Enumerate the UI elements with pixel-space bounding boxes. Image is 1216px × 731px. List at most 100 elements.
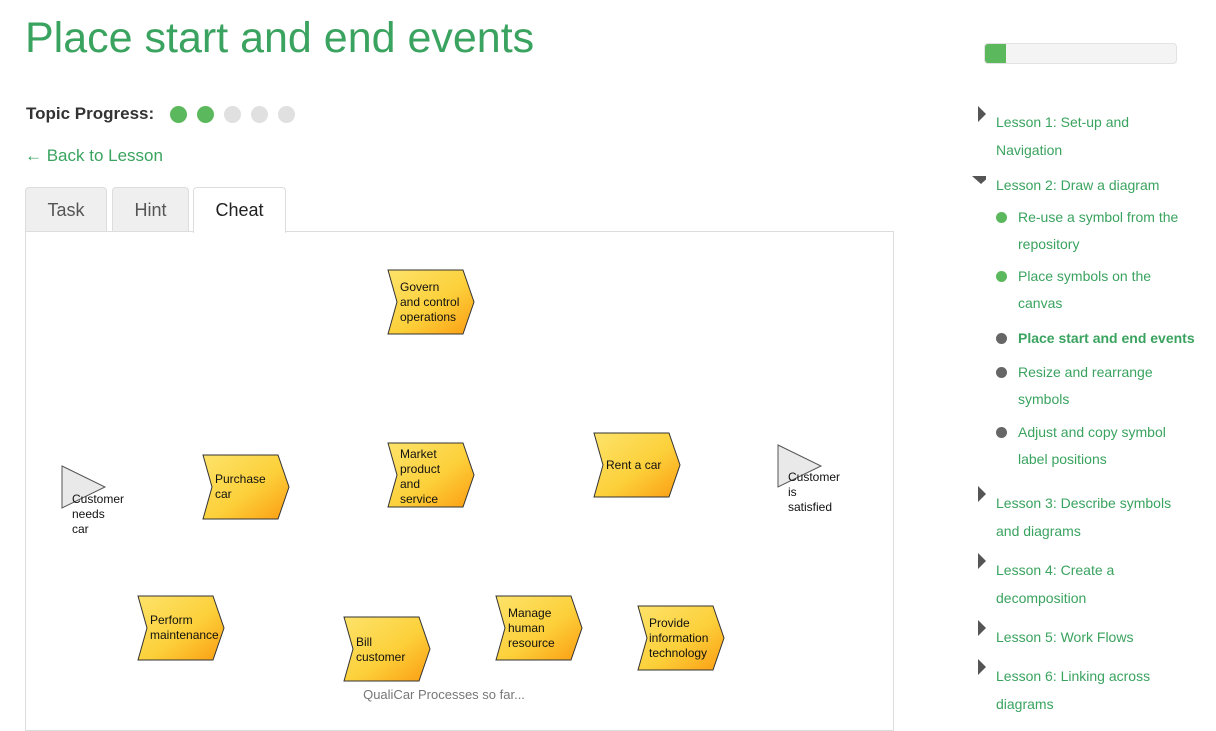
- topic-progress-dot: [278, 105, 296, 123]
- svg-text:technology: technology: [649, 646, 707, 660]
- sidebar-topic-label[interactable]: Resize and rearrange symbols: [1018, 364, 1153, 407]
- svg-text:resource: resource: [508, 636, 555, 650]
- function-govern[interactable]: Govern and control operations: [387, 269, 475, 335]
- function-market-product[interactable]: Market product and service: [387, 442, 475, 508]
- svg-text:Market: Market: [400, 447, 437, 461]
- svg-text:and control: and control: [400, 295, 459, 309]
- svg-text:service: service: [400, 492, 438, 506]
- function-bill-customer[interactable]: Bill customer: [343, 616, 431, 682]
- incomplete-status-icon: [996, 333, 1007, 344]
- function-label: human: [508, 621, 545, 635]
- topic-progress-label: Topic Progress:: [26, 104, 155, 123]
- svg-text:operations: operations: [400, 310, 456, 324]
- function-label: Bill: [356, 635, 372, 649]
- function-label: resource: [508, 636, 555, 650]
- svg-text:maintenance: maintenance: [150, 628, 219, 642]
- tab-hint[interactable]: Hint: [112, 187, 189, 231]
- svg-text:car: car: [72, 522, 89, 536]
- event-label: car: [72, 522, 89, 536]
- function-provide-it[interactable]: Provide information technology: [637, 605, 725, 671]
- function-label: and control: [400, 295, 459, 309]
- svg-text:Perform: Perform: [150, 613, 193, 627]
- svg-text:satisfied: satisfied: [788, 500, 832, 514]
- function-label: Market: [400, 447, 437, 461]
- svg-text:human: human: [508, 621, 545, 635]
- chevron-right-icon[interactable]: [978, 659, 992, 675]
- function-label: technology: [649, 646, 707, 660]
- svg-text:is: is: [788, 485, 797, 499]
- sidebar-lesson-label[interactable]: Lesson 6: Linking across diagrams: [996, 668, 1151, 712]
- function-label: information: [649, 631, 708, 645]
- complete-status-icon: [996, 212, 1007, 223]
- svg-text:Customer: Customer: [788, 470, 840, 484]
- topic-progress: Topic Progress:: [26, 104, 305, 124]
- event-label: Customer: [788, 470, 840, 484]
- start-event[interactable]: Customer needs car: [61, 465, 124, 536]
- svg-text:Customer: Customer: [72, 492, 124, 506]
- topic-progress-dot: [170, 105, 188, 123]
- sidebar-lesson-label[interactable]: Lesson 1: Set-up and Navigation: [996, 114, 1130, 158]
- incomplete-status-icon: [996, 367, 1007, 378]
- svg-text:product: product: [400, 462, 441, 476]
- function-label: Purchase: [215, 472, 266, 486]
- function-label: Manage: [508, 606, 552, 620]
- svg-text:Bill: Bill: [356, 635, 372, 649]
- function-label: maintenance: [150, 628, 219, 642]
- svg-text:car: car: [215, 487, 232, 501]
- diagram-caption: QualiCar Processes so far...: [363, 687, 525, 702]
- topic-progress-dot: [224, 105, 242, 123]
- event-label: satisfied: [788, 500, 832, 514]
- svg-text:Rent a car: Rent a car: [606, 458, 661, 472]
- function-purchase-car[interactable]: Purchase car: [202, 454, 290, 520]
- function-label: and: [400, 477, 420, 491]
- sidebar-topic-label[interactable]: Place start and end events: [1018, 330, 1195, 346]
- chevron-right-icon[interactable]: [978, 553, 992, 569]
- incomplete-status-icon: [996, 427, 1007, 438]
- back-to-lesson-link[interactable]: ← Back to Lesson: [25, 146, 163, 165]
- function-label: customer: [356, 650, 405, 664]
- topic-progress-dot: [251, 105, 269, 123]
- function-manage-human-resource[interactable]: Manage human resource: [495, 595, 583, 661]
- chevron-down-icon[interactable]: [972, 176, 986, 192]
- svg-text:Purchase: Purchase: [215, 472, 266, 486]
- function-label: car: [215, 487, 232, 501]
- tab-cheat[interactable]: Cheat: [193, 187, 286, 233]
- topic-progress-dot: [197, 105, 215, 123]
- sidebar-topic-label[interactable]: Re-use a symbol from the repository: [1018, 209, 1179, 252]
- chevron-right-icon[interactable]: [978, 486, 992, 502]
- chevron-right-icon[interactable]: [978, 620, 992, 636]
- function-label: Provide: [649, 616, 690, 630]
- function-label: Rent a car: [606, 458, 661, 472]
- function-perform-maintenance[interactable]: Perform maintenance: [137, 595, 225, 661]
- function-label: product: [400, 462, 441, 476]
- event-label: needs: [72, 507, 105, 521]
- event-label: is: [788, 485, 797, 499]
- sidebar-topic-label[interactable]: Adjust and copy symbol label positions: [1018, 424, 1166, 467]
- sidebar-lesson-label[interactable]: Lesson 5: Work Flows: [996, 629, 1134, 645]
- sidebar-topic-label[interactable]: Place symbols on the canvas: [1018, 268, 1152, 311]
- tab-task[interactable]: Task: [25, 187, 107, 231]
- function-label: operations: [400, 310, 456, 324]
- course-progress-fill: [985, 44, 1006, 63]
- svg-text:customer: customer: [356, 650, 405, 664]
- sidebar-lesson-label[interactable]: Lesson 4: Create a decomposition: [996, 562, 1115, 606]
- process-diagram: Govern and control operations Purchase c…: [61, 269, 840, 682]
- function-label: Govern: [400, 280, 439, 294]
- course-progress-bar: [984, 43, 1177, 64]
- cheat-panel: Govern and control operations Purchase c…: [25, 231, 894, 731]
- complete-status-icon: [996, 271, 1007, 282]
- svg-text:and: and: [400, 477, 420, 491]
- sidebar-lesson-label[interactable]: Lesson 2: Draw a diagram: [996, 177, 1160, 193]
- svg-text:Manage: Manage: [508, 606, 552, 620]
- svg-text:Govern: Govern: [400, 280, 439, 294]
- page-title: Place start and end events: [25, 14, 535, 62]
- event-label: Customer: [72, 492, 124, 506]
- svg-text:information: information: [649, 631, 708, 645]
- svg-text:Provide: Provide: [649, 616, 690, 630]
- end-event[interactable]: Customer is satisfied: [777, 444, 840, 514]
- function-label: service: [400, 492, 438, 506]
- function-rent-a-car[interactable]: Rent a car: [593, 432, 681, 498]
- sidebar-lesson-label[interactable]: Lesson 3: Describe symbols and diagrams: [996, 495, 1172, 539]
- svg-text:needs: needs: [72, 507, 105, 521]
- chevron-right-icon[interactable]: [978, 106, 992, 122]
